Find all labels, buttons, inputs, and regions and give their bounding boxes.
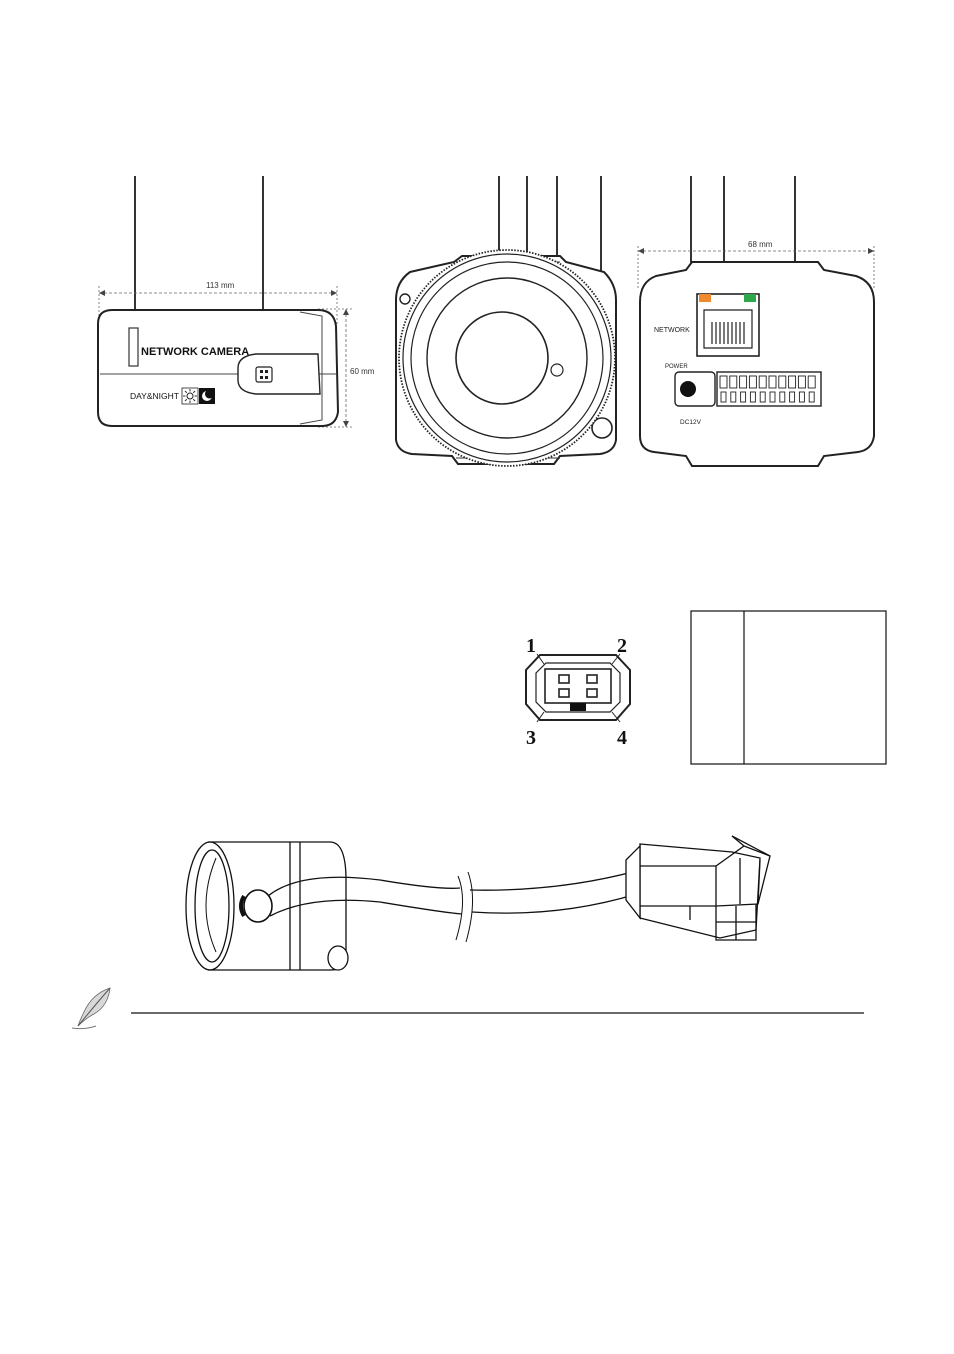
camera-front-view xyxy=(395,249,617,467)
terminal-cell xyxy=(748,375,757,389)
terminal-cell xyxy=(719,375,728,389)
terminal-screw xyxy=(808,391,815,403)
dc-label: DC12V xyxy=(680,419,702,426)
feather-pen-icon xyxy=(71,987,111,1030)
lens-cable-drawing xyxy=(185,835,771,971)
sun-icon xyxy=(181,387,199,405)
terminal-screw xyxy=(749,391,756,403)
camera-side-view: 113 mm 60 mm NETWORK CAMERA DAY&NIGHT xyxy=(97,281,375,428)
brand-label: NETWORK CAMERA xyxy=(141,346,249,358)
terminal-screw xyxy=(798,391,805,403)
cable-lower xyxy=(269,899,463,917)
terminal-screw xyxy=(779,391,786,403)
terminal-cell xyxy=(739,375,748,389)
terminal-screw xyxy=(730,391,737,403)
ir-sensor-slot xyxy=(128,327,139,367)
terminal-screw xyxy=(769,391,776,403)
activity-led xyxy=(744,294,756,302)
daynight-label: DAY&NIGHT xyxy=(130,391,179,401)
four-pin-connector: 1 2 3 4 xyxy=(525,635,631,749)
terminal-cell xyxy=(797,375,806,389)
power-label: POWER xyxy=(665,364,688,370)
side-connector-port xyxy=(255,366,273,383)
side-height-dimension: 60 mm xyxy=(350,367,375,376)
pin-4-label: 4 xyxy=(617,727,627,749)
light-sensor xyxy=(550,363,564,377)
terminal-cell xyxy=(758,375,767,389)
terminal-cell xyxy=(788,375,797,389)
side-width-dimension: 113 mm xyxy=(206,281,235,290)
rear-width-dimension: 68 mm xyxy=(748,240,773,249)
terminal-cell xyxy=(807,375,816,389)
terminal-screw xyxy=(720,391,727,403)
network-label: NETWORK xyxy=(654,327,690,334)
terminal-block xyxy=(716,371,822,407)
moon-icon xyxy=(199,388,215,404)
terminal-cell xyxy=(768,375,777,389)
pin-3-label: 3 xyxy=(526,727,536,749)
mount-hole-top-left xyxy=(399,293,411,305)
terminal-cell xyxy=(729,375,738,389)
lens-barrel-face xyxy=(185,841,235,971)
lens xyxy=(455,311,549,405)
terminal-screw xyxy=(789,391,796,403)
link-led xyxy=(699,294,711,302)
mount-hole-bottom-right xyxy=(591,417,613,439)
cable-plug xyxy=(625,835,771,941)
pin-1-label: 1 xyxy=(526,635,536,657)
terminal-screw xyxy=(740,391,747,403)
terminal-screw xyxy=(759,391,766,403)
pin-2-label: 2 xyxy=(617,635,627,657)
camera-rear-view: 68 mm NETWORK POWER DC12V xyxy=(637,240,875,467)
terminal-cell xyxy=(778,375,787,389)
cable-upper xyxy=(267,876,461,897)
pin-table xyxy=(690,610,887,765)
